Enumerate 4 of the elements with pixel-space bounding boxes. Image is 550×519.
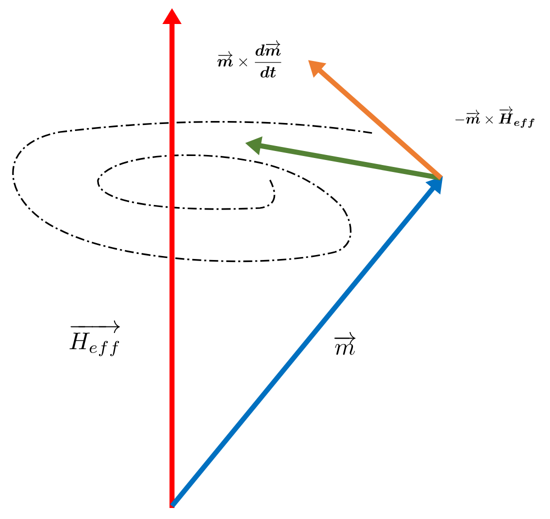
vector-label: $\overrightarrow{\boldsymbol{m}}\times\frac{\boldsymbol{d}\overrightarrow{\boldsymbol{m}}}{\boldsymbol{dt}}$	[217, 40, 282, 78]
vector-label: $\overrightarrow{H_{eff}}$	[70, 320, 120, 356]
vector-label: $-\overrightarrow{\boldsymbol{m}}\times\overrightarrow{\boldsymbol{H}}_{\boldsymbol{eff}}$	[455, 106, 534, 128]
vector-label: $\overrightarrow{m}$	[334, 332, 356, 355]
